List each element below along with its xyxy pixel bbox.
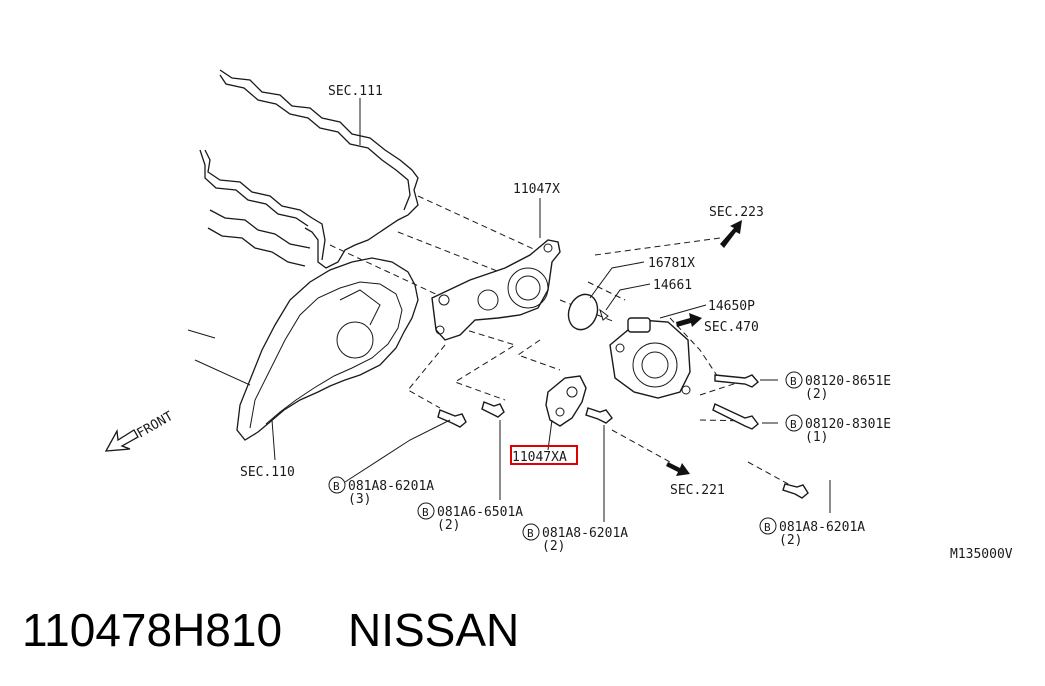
label-14661: 14661	[653, 278, 692, 293]
arrow-sec470-icon	[676, 313, 702, 327]
bolt-marker: B	[790, 375, 797, 388]
bolt-icon	[437, 409, 467, 428]
bolt-icon	[481, 401, 505, 418]
highlight-box	[510, 445, 578, 465]
leader-lines	[271, 98, 831, 522]
part-number: 110478H810	[22, 604, 282, 656]
label-front: FRONT	[135, 409, 177, 442]
assembly-lines	[329, 195, 791, 486]
engine-block-outline	[187, 69, 419, 386]
bracket-11047xa	[545, 375, 587, 427]
label-sec111: SEC.111	[328, 84, 383, 99]
bolt-icon	[712, 403, 759, 430]
arrow-sec221-icon	[666, 462, 690, 476]
arrow-sec223-icon	[720, 220, 742, 248]
bolt-qty: (2)	[805, 387, 828, 402]
bolts	[437, 374, 809, 499]
bolt-qty: (1)	[805, 430, 828, 445]
bolt-callout: B 08120-8301E (1)	[785, 414, 891, 445]
label-16781x: 16781X	[648, 256, 695, 271]
gasket-14661	[567, 293, 609, 331]
label-11047xa: 11047XA	[512, 450, 567, 465]
bolt-callout: B 081A6-6501A (2)	[417, 502, 523, 533]
bolt-qty: (2)	[779, 533, 802, 548]
label-sec470: SEC.470	[704, 320, 759, 335]
bolt-marker: B	[764, 521, 771, 534]
bolt-marker: B	[333, 480, 340, 493]
front-arrow-icon	[104, 428, 139, 452]
front-cover	[236, 257, 419, 441]
bolt-callout: B 081A8-6201A (2)	[759, 517, 865, 548]
bolt-marker: B	[422, 506, 429, 519]
label-14650p: 14650P	[708, 299, 755, 314]
label-sec110: SEC.110	[240, 465, 295, 480]
bolt-callout: B 08120-8651E (2)	[785, 371, 891, 402]
vacuum-pump-14650p	[609, 317, 691, 399]
bolt-icon	[714, 374, 759, 388]
bolt-code: 08120-8651E	[805, 374, 891, 389]
bolt-marker: B	[527, 527, 534, 540]
bolt-callout: B 081A8-6201A (2)	[522, 523, 628, 554]
bolt-qty: (2)	[542, 539, 565, 554]
bolt-code: 081A6-6501A	[437, 505, 523, 520]
direction-arrows	[104, 220, 742, 476]
bolt-icon	[782, 483, 809, 499]
label-sec221: SEC.221	[670, 483, 725, 498]
bolt-code: 08120-8301E	[805, 417, 891, 432]
diagram-code: M135000V	[950, 547, 1013, 562]
bolt-code: 081A8-6201A	[542, 526, 628, 541]
label-11047x: 11047X	[513, 182, 560, 197]
brand-name: NISSAN	[348, 604, 519, 656]
label-sec223: SEC.223	[709, 205, 764, 220]
bolt-code: 081A8-6201A	[779, 520, 865, 535]
bolt-icon	[585, 407, 613, 424]
bolt-qty: (3)	[348, 492, 371, 507]
bolt-code: 081A8-6201A	[348, 479, 434, 494]
bolt-marker: B	[790, 418, 797, 431]
bracket-11047x	[431, 239, 561, 341]
bolt-callout: B 081A8-6201A (3)	[328, 476, 434, 507]
bolt-qty: (2)	[437, 518, 460, 533]
